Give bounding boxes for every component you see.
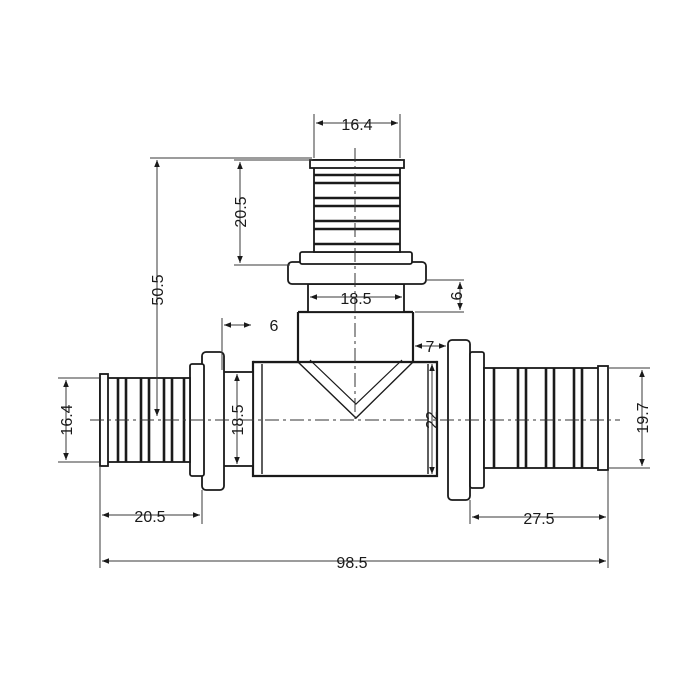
dim-overall-height: 50.5 [150,274,167,305]
tee-body [251,310,439,478]
dim-top-collar-height: 6 [449,291,466,300]
center-lines [90,148,620,421]
dim-right-outlet-length: 27.5 [523,511,554,528]
dim-right-outlet-diameter: 19.7 [635,402,652,433]
top-outlet [287,159,427,313]
dim-left-inlet-diameter: 16.4 [59,404,76,435]
dim-right-offset: 7 [426,339,435,356]
dim-overall-length: 98.5 [336,555,367,572]
dimension-labels: 16.4 20.5 50.5 18.5 6 6 7 16.4 18.5 22 1… [59,117,652,572]
dim-body-outer-diameter: 22 [424,411,441,429]
dim-top-outlet-diameter: 16.4 [341,117,372,134]
dimension-lines [58,114,650,568]
dim-branch-offset: 6 [270,318,279,335]
dim-top-neck-width: 18.5 [340,291,371,308]
dim-body-inner-diameter: 18.5 [230,404,247,435]
dim-left-inlet-length: 20.5 [134,509,165,526]
dim-top-outlet-length: 20.5 [233,196,250,227]
